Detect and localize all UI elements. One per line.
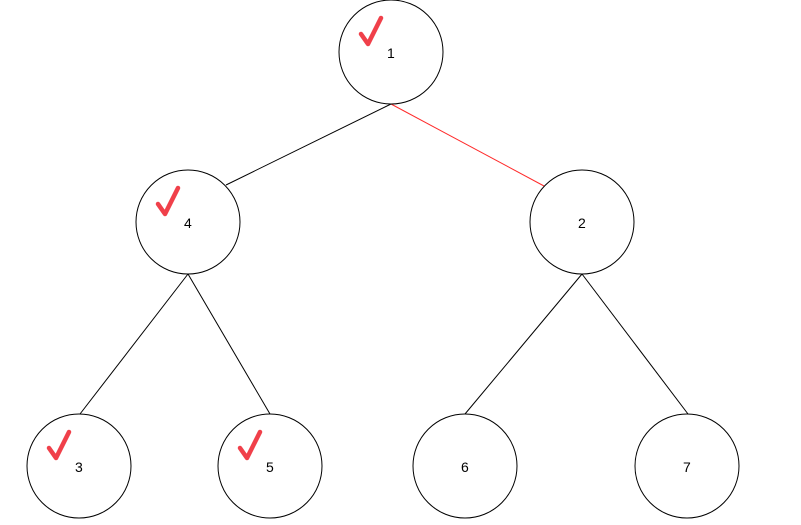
tree-node-6: 6 [412,413,518,519]
edges-layer [79,103,689,415]
node-circle [338,0,444,105]
node-label: 5 [266,459,274,475]
edge-n2-n6 [464,273,583,415]
edge-n4-n3 [79,273,189,415]
check-mark-icon [155,185,181,217]
tree-node-4: 4 [135,169,241,275]
check-mark-icon [46,429,72,461]
node-label: 1 [387,45,395,61]
tree-node-3: 3 [26,413,132,519]
node-circle [26,413,132,519]
node-circle [529,169,635,275]
node-label: 2 [578,215,586,231]
tree-node-7: 7 [634,413,740,519]
edge-n1-n2-highlighted [390,103,545,187]
node-label: 6 [461,459,469,475]
node-circle [412,413,518,519]
tree-node-5: 5 [217,413,323,519]
edge-n1-n4 [225,103,392,186]
node-circle [135,169,241,275]
check-mark-icon [358,15,384,47]
node-circle [217,413,323,519]
node-label: 4 [184,215,192,231]
edge-n2-n7 [581,273,689,415]
tree-node-1: 1 [338,0,444,105]
edge-n4-n5 [187,273,271,415]
nodes-layer: 1 4 2 3 5 6 7 [26,0,740,519]
node-circle [634,413,740,519]
check-mark-icon [237,429,263,461]
node-label: 3 [75,459,83,475]
tree-node-2: 2 [529,169,635,275]
node-label: 7 [683,459,691,475]
